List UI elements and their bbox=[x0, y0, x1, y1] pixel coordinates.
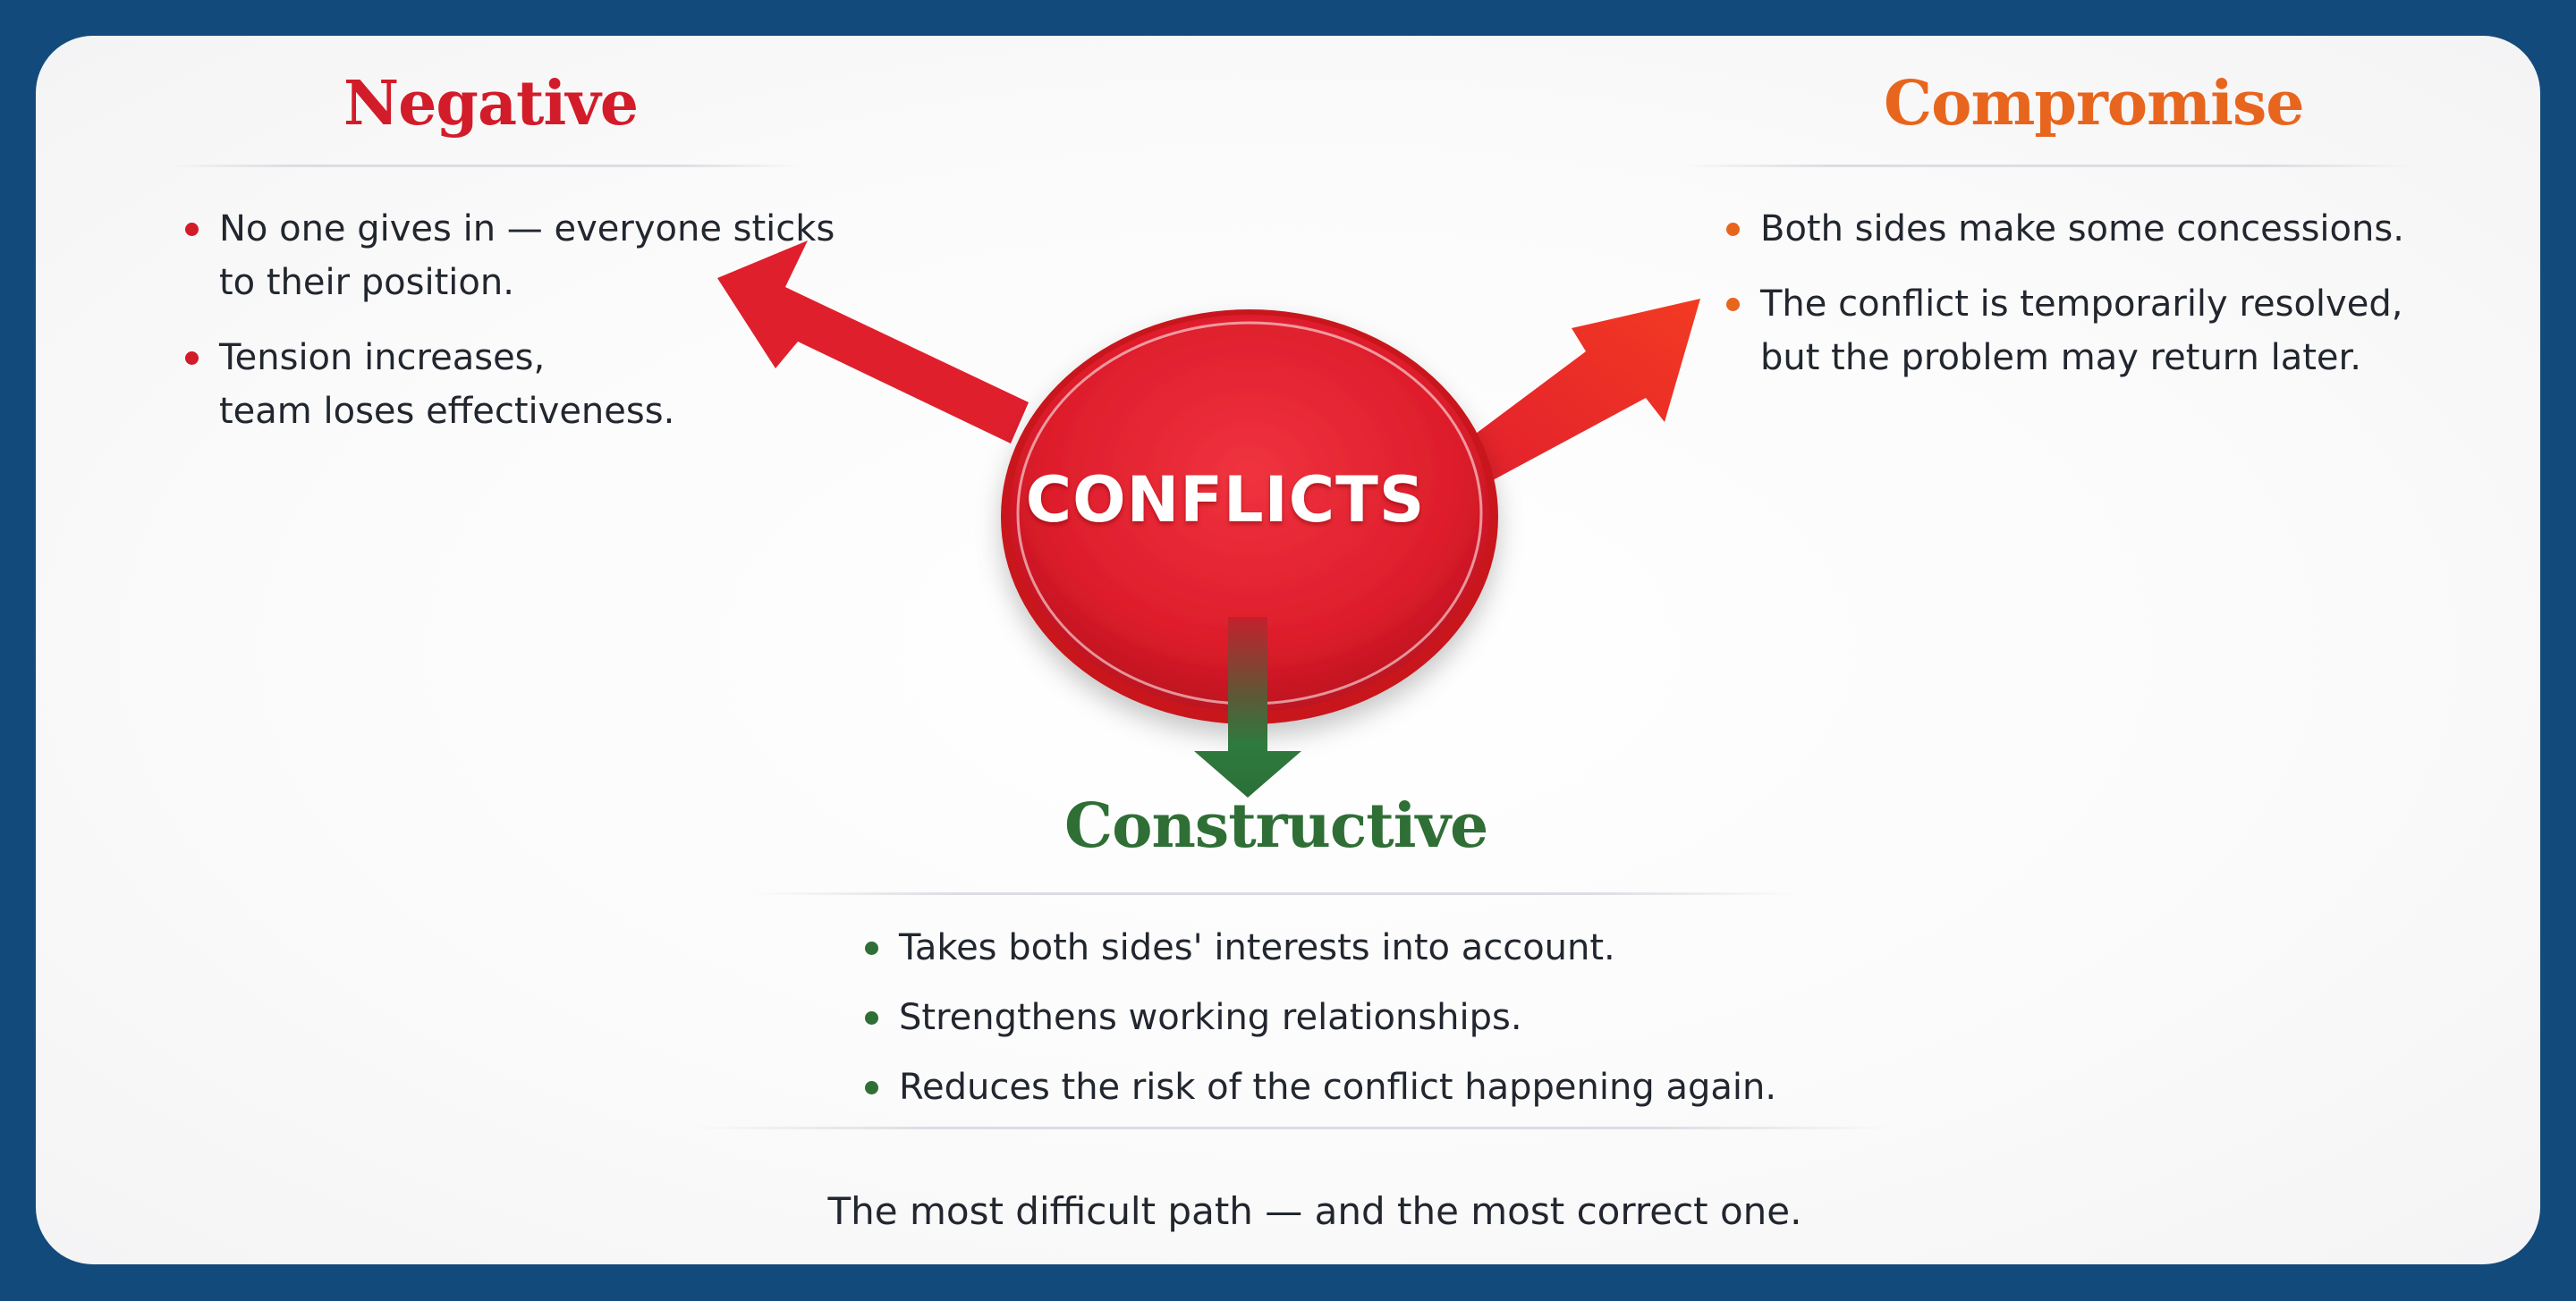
bullet-dot bbox=[865, 1081, 878, 1094]
constructive-item: Takes both sides' interests into account… bbox=[863, 921, 1972, 975]
bullet-dot bbox=[185, 351, 199, 365]
bullet-dot bbox=[185, 223, 199, 236]
conflicts-circle bbox=[1001, 309, 1498, 724]
negative-list: No one gives in — everyone sticks to the… bbox=[183, 202, 917, 438]
constructive-title: Constructive bbox=[1064, 790, 1488, 862]
compromise-item: The conflict is temporarily resolved, bu… bbox=[1724, 277, 2494, 384]
compromise-list: Both sides make some concessions. The co… bbox=[1724, 202, 2494, 384]
arrow-constructive bbox=[1194, 617, 1301, 798]
compromise-item: Both sides make some concessions. bbox=[1724, 202, 2494, 256]
constructive-item: Strengthens working relationships. bbox=[863, 991, 1972, 1044]
negative-item: Tension increases, team loses effectiven… bbox=[183, 331, 917, 438]
arrow-compromise bbox=[1459, 299, 1700, 486]
negative-divider bbox=[165, 165, 801, 167]
bullet-dot bbox=[1726, 298, 1740, 311]
constructive-list: Takes both sides' interests into account… bbox=[863, 921, 1972, 1114]
diagram-graphic bbox=[717, 241, 1700, 798]
bullet-dot bbox=[865, 1011, 878, 1025]
footer-divider bbox=[693, 1127, 1892, 1129]
compromise-divider bbox=[1682, 165, 2415, 167]
constructive-divider bbox=[751, 892, 1798, 895]
center-label: CONFLICTS bbox=[1025, 463, 1426, 536]
arrow-negative bbox=[717, 241, 1029, 444]
bullet-dot bbox=[865, 942, 878, 955]
bullet-dot bbox=[1726, 223, 1740, 236]
diagram-card: CONFLICTS Negative No one gives in — eve… bbox=[36, 36, 2540, 1264]
negative-title: Negative bbox=[343, 68, 639, 139]
negative-item: No one gives in — everyone sticks to the… bbox=[183, 202, 917, 309]
compromise-title: Compromise bbox=[1884, 68, 2304, 139]
constructive-item: Reduces the risk of the conflict happeni… bbox=[863, 1060, 1972, 1114]
footer-note: The most difficult path — and the most c… bbox=[827, 1189, 1802, 1233]
